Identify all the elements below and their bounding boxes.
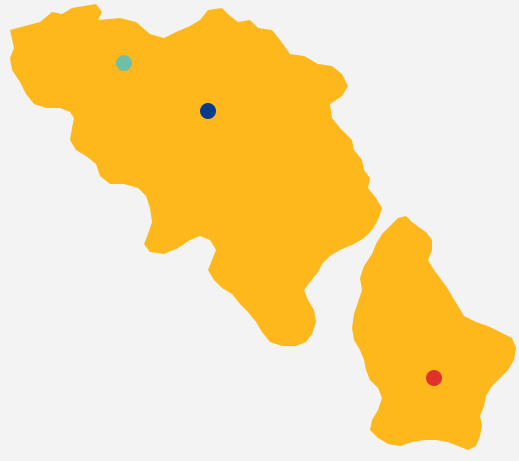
marker-red[interactable] <box>426 370 442 386</box>
marker-teal[interactable] <box>116 55 132 71</box>
marker-navy[interactable] <box>200 103 216 119</box>
belgium-region <box>10 4 382 346</box>
luxembourg-region <box>352 216 516 450</box>
